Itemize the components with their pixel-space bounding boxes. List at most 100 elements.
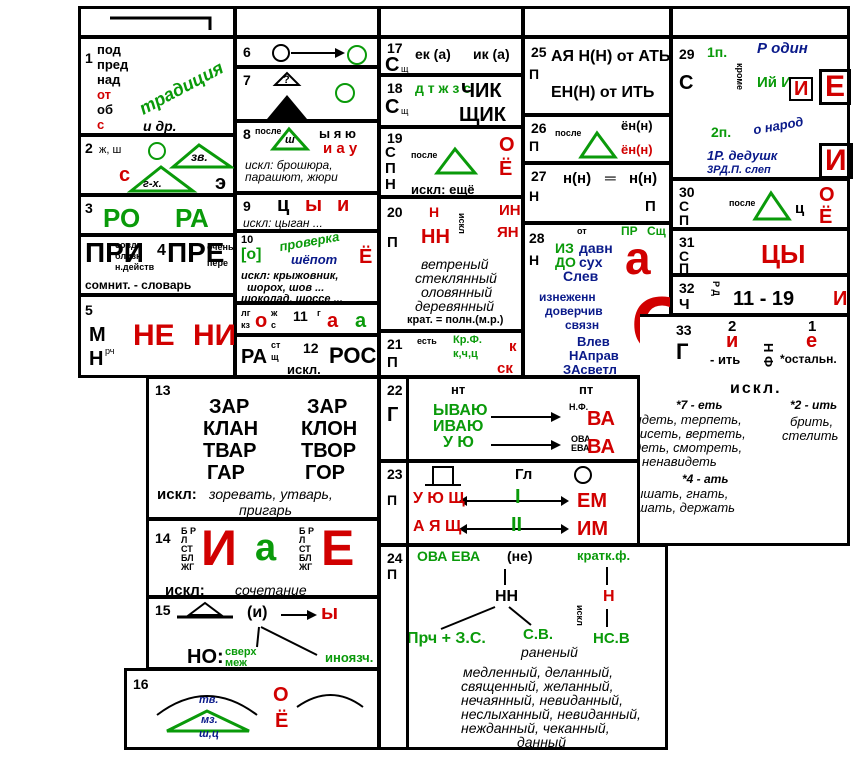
zs-24: Прч + З.С. <box>407 630 486 647</box>
ts-30: ц <box>795 200 805 217</box>
triangle-icon <box>269 126 311 151</box>
cell-11: лг кз о ж с 11 а а г <box>234 302 380 336</box>
nn-20: НН <box>421 226 450 248</box>
yon-26-2: ён(н) <box>621 142 653 157</box>
triangle-icon-26 <box>578 130 618 159</box>
o-sound: [о] <box>241 246 262 263</box>
cell-num-1: 1 <box>85 50 93 66</box>
inoyaz-15: иноязч. <box>325 650 374 665</box>
ash-23: А Я Щ <box>413 518 462 535</box>
sibilant-label: ж, ш <box>99 144 122 156</box>
eq-27: ═ <box>605 170 616 187</box>
cell-13: 13 ЗАР КЛАН ТВАР ГАР ЗАР КЛОН ТВОР ГОР и… <box>146 376 380 520</box>
cell-num-11: 11 <box>293 308 308 324</box>
s-29: С <box>679 72 694 94</box>
pere-label: пере <box>207 258 228 268</box>
cell-23: 23 П Гл I II У Ю Щ А Я Щ ЕМ ИМ <box>378 460 640 546</box>
a-letter-11: а <box>327 310 339 332</box>
gor-right: ГОР <box>305 462 345 484</box>
s-19: С <box>385 144 396 161</box>
zv-label: зв. <box>191 150 208 164</box>
one-33: 1 <box>808 318 817 335</box>
cell-5: 5 М Н рч НЕ НИ <box>78 294 236 378</box>
header-cell-5 <box>670 6 850 38</box>
ot-28: от <box>577 226 587 236</box>
lower-divider <box>406 376 409 750</box>
arch-icon <box>156 694 364 733</box>
nn-27-2: н(н) <box>629 170 658 187</box>
ndeistv-label: н.действ <box>115 262 155 272</box>
onarod-29: о народ <box>752 113 805 138</box>
m-label: М <box>89 324 106 346</box>
ex-24-2: священный, желанный, <box>461 678 614 694</box>
letter-s: с <box>119 164 131 186</box>
nf-22: Н.Ф. <box>569 402 589 412</box>
cell-10: 10 [о] проверка шёпот Ё искл: крыжовник,… <box>234 229 380 305</box>
i-letter: и <box>337 194 350 216</box>
cell-num-22: 22 <box>387 382 403 398</box>
o-letter-11: о <box>255 310 268 332</box>
n-24: Н <box>603 588 615 605</box>
davn-28: давн <box>579 240 613 256</box>
tvar-left: ТВАР <box>203 440 257 462</box>
dt-18: д т ж з с <box>415 80 471 96</box>
question-mark: ? <box>283 74 290 86</box>
ush-23: У Ю Щ <box>413 490 465 507</box>
cell-num-2: 2 <box>85 140 93 156</box>
ii2-29: И <box>819 143 853 179</box>
cell-num-7: 7 <box>243 72 251 88</box>
dov-28: доверчив <box>545 304 603 318</box>
sh-label: ш <box>285 134 295 146</box>
ex7-1: обидеть, терпеть, <box>620 412 742 427</box>
cell-num-14: 14 <box>155 530 171 546</box>
exceptions-10-1: искл: крыжовник, <box>241 270 339 282</box>
scales-icon <box>177 601 318 656</box>
napr-28: НАправ <box>569 348 619 363</box>
krat-20: крат. = полн.(м.р.) <box>407 314 504 326</box>
n-label: Н <box>89 348 104 370</box>
r2-29: 3РД.П. слеп <box>707 164 771 176</box>
g-33: Г <box>676 339 689 364</box>
va2-22: ВА <box>587 436 615 458</box>
triangle-icon-30 <box>752 190 792 221</box>
no-15: НО: <box>187 646 224 668</box>
pre-prefix: ПРЕ <box>167 237 225 268</box>
cell-16: 16 тв. мз. ш,ц О Ё <box>124 668 380 750</box>
ex2-1: брить, <box>790 414 834 429</box>
ni-particle: НИ <box>193 319 237 352</box>
rch-label: рч <box>105 346 115 356</box>
ochen-label: очень <box>207 242 234 252</box>
triangle-icon-19 <box>434 146 479 175</box>
shopot-label: шёпот <box>291 252 338 267</box>
do-28: ДО <box>555 254 576 270</box>
ex7-3: видеть, смотреть, <box>620 440 743 455</box>
tvor-right: ТВОР <box>301 440 357 462</box>
zar-right: ЗАР <box>307 396 348 418</box>
blizk-label: близк <box>115 251 141 261</box>
cell-14: 14 Б Р Л СТ БЛ ЖГ И а Б Р Л СТ БЛ ЖГ Е и… <box>146 518 380 598</box>
lg-label: лг <box>241 308 251 318</box>
g-label-11: г <box>317 308 321 318</box>
ex-13-1: зоревать, утварь, <box>209 486 333 502</box>
im-23: ИМ <box>577 518 609 540</box>
posle-label: после <box>255 126 282 136</box>
iskl-13: искл: <box>157 486 197 503</box>
ex2-2: стелить <box>782 428 839 443</box>
pt-22: пт <box>579 382 594 397</box>
cell-num-15: 15 <box>155 602 171 618</box>
cell-num-18: 18 <box>387 80 403 96</box>
cell-num-21: 21 <box>387 336 403 352</box>
p1-29: 1п. <box>707 44 728 60</box>
ne-particle: НЕ <box>133 319 175 352</box>
p-20: П <box>387 234 398 251</box>
iskl-24: искл <box>575 605 585 626</box>
y-letter: ы <box>305 194 323 216</box>
ra-12: РА <box>241 346 268 368</box>
cell-26: 26 П после ён(н) ён(н) <box>522 114 672 164</box>
s-30: С <box>679 198 690 214</box>
n-19: Н <box>385 176 396 193</box>
izn-28: изнеженн <box>539 290 596 304</box>
sverkh-15: сверх меж <box>225 646 257 669</box>
cell-32: 32 Ч Р Д 11 - 19 И <box>670 274 850 316</box>
